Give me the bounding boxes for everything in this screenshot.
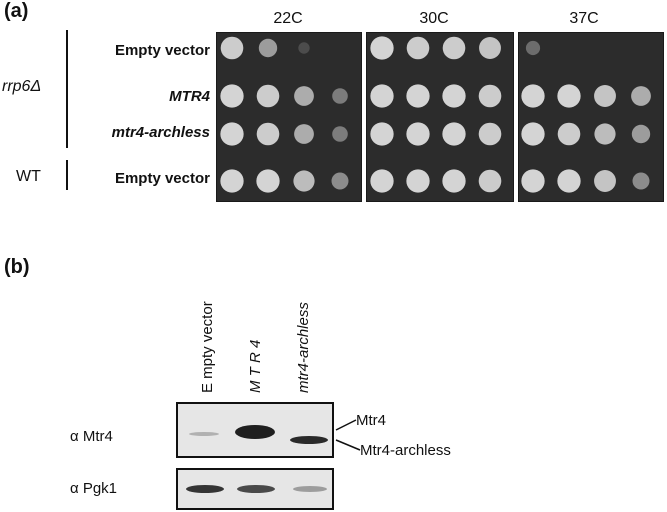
spot-30c-r3-c0 bbox=[370, 169, 394, 193]
spot-37c-r1-c1 bbox=[557, 84, 581, 108]
spot-37c-r1-c3 bbox=[631, 86, 651, 106]
spot-30c-r2-c3 bbox=[478, 122, 502, 146]
spot-30c-r3-c1 bbox=[406, 169, 430, 193]
temp-label-30c: 30C bbox=[419, 10, 449, 27]
panel-b-label: (b) bbox=[4, 256, 30, 278]
spot-22c-r2-c0 bbox=[220, 122, 244, 146]
band-pgk1-mtr4 bbox=[237, 485, 275, 493]
band-pgk1-empty-vector bbox=[186, 485, 224, 493]
row-label-empty-vector: Empty vector bbox=[114, 42, 210, 59]
spot-37c-r1-c2 bbox=[594, 85, 616, 107]
wt-bracket bbox=[66, 160, 68, 190]
temp-label-37c: 37C bbox=[569, 10, 599, 27]
spot-37c-r3-c2 bbox=[594, 170, 616, 192]
spot-30c-r1-c3 bbox=[478, 84, 502, 108]
band-mtr4-empty-vector bbox=[189, 432, 219, 436]
rrp6-bracket bbox=[66, 30, 68, 148]
spot-37c-r3-c3 bbox=[632, 172, 650, 190]
spot-22c-r1-c0 bbox=[220, 84, 244, 108]
panel-a-label: (a) bbox=[4, 0, 29, 22]
spot-30c-r0-c0 bbox=[370, 36, 394, 60]
spot-37c-r3-c0 bbox=[521, 169, 545, 193]
spot-37c-r0-c0 bbox=[525, 40, 541, 56]
band-mtr4-mtr4 bbox=[235, 425, 275, 439]
spot-37c-r1-c0 bbox=[521, 84, 545, 108]
genotype-rrp6-label: rrp6Δ bbox=[2, 78, 42, 95]
row-label-wt-empty-vector: Empty vector bbox=[114, 170, 210, 187]
spot-37c-r2-c1 bbox=[557, 122, 581, 146]
spot-22c-r2-c2 bbox=[294, 124, 314, 144]
band-label-mtr4-archless: Mtr4-archless bbox=[360, 442, 451, 459]
band-mtr4-archless bbox=[290, 436, 328, 444]
genotype-wt-label: WT bbox=[16, 168, 41, 185]
spot-30c-r0-c3 bbox=[479, 37, 501, 59]
spot-30c-r2-c0 bbox=[370, 122, 394, 146]
spot-30c-r3-c2 bbox=[442, 169, 466, 193]
spot-22c-r2-c1 bbox=[256, 122, 280, 146]
spot-22c-r2-c3 bbox=[332, 126, 348, 142]
spot-30c-r1-c0 bbox=[370, 84, 394, 108]
spot-30c-r0-c1 bbox=[406, 36, 430, 60]
spot-22c-r3-c0 bbox=[220, 169, 244, 193]
spot-37c-r2-c2 bbox=[594, 123, 616, 145]
spot-30c-r1-c2 bbox=[442, 84, 466, 108]
band-label-mtr4: Mtr4 bbox=[356, 412, 386, 429]
temp-label-22c: 22C bbox=[273, 10, 303, 27]
spot-22c-r3-c2 bbox=[293, 170, 315, 192]
spot-22c-r1-c1 bbox=[256, 84, 280, 108]
spot-22c-r3-c1 bbox=[256, 169, 280, 193]
leader-line-mtr4-archless bbox=[335, 439, 361, 451]
spot-37c-r3-c1 bbox=[557, 169, 581, 193]
row-label-mtr4-archless: mtr4-archless bbox=[111, 124, 210, 141]
spot-22c-r0-c2 bbox=[298, 42, 310, 54]
spot-37c-r2-c3 bbox=[631, 124, 651, 144]
antibody-label-mtr4: α Mtr4 bbox=[70, 428, 113, 445]
row-label-mtr4: MTR4 bbox=[169, 88, 210, 105]
leader-line-mtr4 bbox=[335, 419, 357, 431]
spot-30c-r1-c1 bbox=[406, 84, 430, 108]
spot-30c-r2-c1 bbox=[406, 122, 430, 146]
antibody-label-pgk1: α Pgk1 bbox=[70, 480, 118, 497]
band-pgk1-archless bbox=[293, 486, 327, 492]
spot-22c-r1-c2 bbox=[294, 86, 314, 106]
spot-30c-r0-c2 bbox=[442, 36, 466, 60]
spot-30c-r2-c2 bbox=[442, 122, 466, 146]
spot-22c-r1-c3 bbox=[332, 88, 348, 104]
spot-22c-r3-c3 bbox=[331, 172, 349, 190]
spot-22c-r0-c1 bbox=[258, 38, 278, 58]
spot-37c-r2-c0 bbox=[521, 122, 545, 146]
spot-22c-r0-c0 bbox=[220, 36, 244, 60]
spot-30c-r3-c3 bbox=[478, 169, 502, 193]
